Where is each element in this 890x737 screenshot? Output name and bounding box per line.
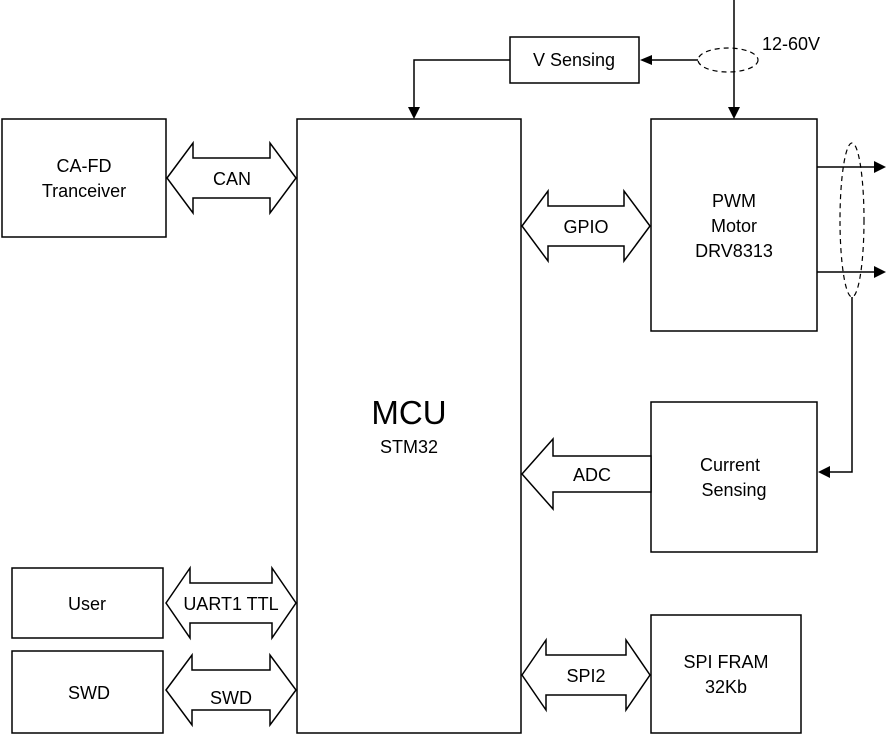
current-feedback-line bbox=[818, 297, 853, 478]
current-sensing-block: Current Sensing bbox=[650, 401, 818, 553]
power-arrowhead bbox=[728, 107, 740, 119]
spi2-bus-label: SPI2 bbox=[566, 666, 605, 686]
power-input-line: 12-60V bbox=[697, 0, 820, 119]
current-label-line1: Current bbox=[700, 455, 760, 475]
spi2-bus-arrow: SPI2 bbox=[521, 637, 651, 713]
uart-bus-label: UART1 TTL bbox=[183, 594, 278, 614]
cafd-label-line2: Tranceiver bbox=[42, 181, 126, 201]
fram-label-line2: 32Kb bbox=[705, 677, 747, 697]
adc-bus-label: ADC bbox=[573, 465, 611, 485]
motor-output-lines bbox=[817, 142, 886, 298]
pwm-label-line2: Motor bbox=[711, 216, 757, 236]
can-bus-label: CAN bbox=[213, 169, 251, 189]
fram-label-line1: SPI FRAM bbox=[683, 652, 768, 672]
swd-block-label: SWD bbox=[68, 683, 110, 703]
mcu-block: MCU STM32 bbox=[296, 118, 522, 734]
current-label-line2: Sensing bbox=[701, 480, 766, 500]
cafd-label-line1: CA-FD bbox=[57, 156, 112, 176]
user-block: User bbox=[11, 567, 164, 639]
adc-bus-arrow: ADC bbox=[520, 437, 652, 511]
mcu-subtitle: STM32 bbox=[380, 437, 438, 457]
uart-bus-arrow: UART1 TTL bbox=[165, 565, 297, 641]
gpio-bus-arrow: GPIO bbox=[521, 188, 651, 264]
vsense-to-mcu-line bbox=[408, 59, 510, 119]
power-voltage-label: 12-60V bbox=[762, 34, 820, 54]
pwm-label-line1: PWM bbox=[712, 191, 756, 211]
pwm-label-line3: DRV8313 bbox=[695, 241, 773, 261]
user-label: User bbox=[68, 594, 106, 614]
pwm-motor-block: PWM Motor DRV8313 bbox=[650, 118, 818, 332]
power-bundle-ellipse bbox=[697, 47, 759, 73]
swd-bus-arrow: SWD bbox=[165, 652, 297, 728]
can-bus-arrow: CAN bbox=[166, 140, 297, 216]
v-sensing-block: V Sensing bbox=[509, 36, 640, 84]
gpio-bus-label: GPIO bbox=[563, 217, 608, 237]
vsense-feed-line bbox=[640, 55, 698, 65]
motor-output-bundle-ellipse bbox=[839, 142, 865, 298]
swd-block: SWD bbox=[11, 650, 164, 734]
mcu-title: MCU bbox=[371, 394, 446, 431]
cafd-transceiver-block: CA-FD Tranceiver bbox=[1, 118, 167, 238]
swd-bus-label: SWD bbox=[210, 688, 252, 708]
v-sensing-label: V Sensing bbox=[533, 50, 615, 70]
spi-fram-block: SPI FRAM 32Kb bbox=[650, 614, 802, 734]
